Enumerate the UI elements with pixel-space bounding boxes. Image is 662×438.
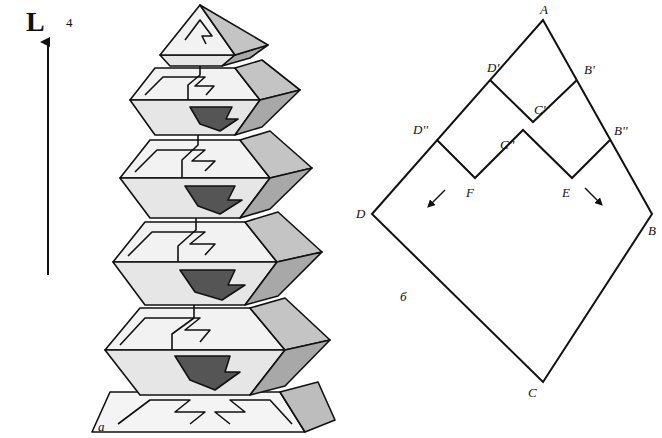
point-label: B bbox=[648, 224, 656, 237]
point-label: D'' bbox=[413, 123, 428, 136]
figure-letter: б bbox=[400, 290, 407, 303]
tower-figure bbox=[92, 5, 335, 432]
point-label: D' bbox=[487, 61, 499, 74]
rhombus-development bbox=[372, 20, 652, 382]
axis-letter: L bbox=[26, 8, 45, 36]
point-label: C bbox=[528, 386, 537, 399]
point-label: F bbox=[466, 186, 474, 199]
axis-arrow bbox=[47, 42, 49, 275]
point-label: E bbox=[562, 186, 570, 199]
fold-arrow bbox=[585, 188, 600, 203]
point-label: D bbox=[356, 207, 365, 220]
figure-letter: a bbox=[98, 420, 105, 433]
axis-index: 4 bbox=[66, 16, 73, 29]
point-label: C' bbox=[534, 103, 545, 116]
point-label: C'' bbox=[500, 138, 514, 151]
point-label: B'' bbox=[614, 124, 628, 137]
point-label: A bbox=[540, 3, 548, 16]
fold-arrow bbox=[430, 190, 445, 205]
point-label: B' bbox=[584, 63, 595, 76]
